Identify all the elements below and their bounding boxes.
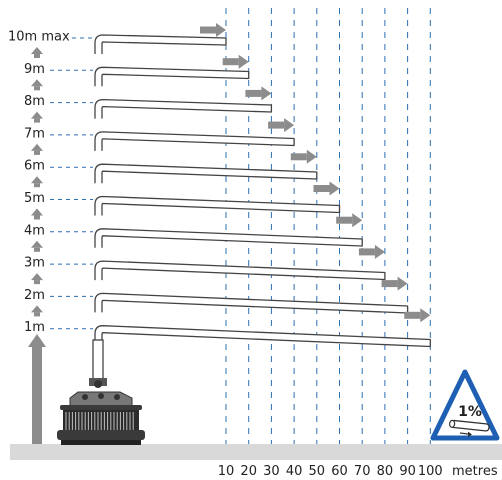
up-arrow-icon	[31, 273, 43, 285]
up-arrow-icon	[28, 334, 46, 444]
up-arrow-icon	[31, 240, 43, 252]
up-arrow-icon	[31, 143, 43, 155]
up-arrow-icon	[31, 111, 43, 123]
distance-tick-label: 50	[309, 464, 326, 479]
height-label: 7m	[24, 126, 45, 141]
up-arrow-icon	[31, 176, 43, 188]
discharge-pipe	[94, 163, 318, 184]
right-arrow-icon	[358, 244, 385, 259]
distance-tick-label: 60	[331, 464, 348, 479]
height-label: 5m	[24, 191, 45, 206]
right-arrow-icon	[404, 308, 431, 323]
up-arrow-icon	[31, 208, 43, 220]
discharge-pipe	[94, 325, 431, 348]
right-arrow-icon	[381, 276, 408, 291]
discharge-pipe	[94, 34, 227, 54]
discharge-pipe	[94, 228, 363, 248]
distance-tick-label: 70	[354, 464, 371, 479]
distance-tick-label: 20	[240, 464, 257, 479]
height-label: 6m	[24, 159, 45, 174]
distance-tick-label: 40	[286, 464, 303, 479]
right-arrow-icon	[290, 149, 317, 164]
gradient-sign-label: 1%	[458, 404, 482, 420]
height-label: 3m	[24, 256, 45, 271]
pump-icon	[57, 378, 145, 445]
height-label: 4m	[24, 223, 45, 238]
ground-strip	[10, 444, 502, 460]
up-arrow-icon	[31, 79, 43, 91]
gradient-sign-icon: 1%	[430, 369, 500, 441]
discharge-pipe	[94, 260, 386, 281]
distance-tick-label: 90	[399, 464, 416, 479]
height-label: 10m max	[8, 30, 70, 45]
discharge-pipe	[94, 195, 341, 216]
up-arrow-icon	[31, 305, 43, 317]
height-label: 8m	[24, 94, 45, 109]
right-arrow-icon	[245, 86, 272, 101]
discharge-pipe	[94, 98, 273, 119]
right-arrow-icon	[336, 213, 363, 228]
height-rows: 10m max 9m 8m 7m 6m 5m 4m 3m 2m 1m	[8, 23, 431, 349]
right-arrow-icon	[222, 54, 249, 69]
height-label: 1m	[24, 320, 45, 335]
up-arrow-icon	[31, 47, 43, 58]
right-arrow-icon	[200, 23, 226, 37]
distance-tick-label: 10	[218, 464, 235, 479]
height-label: 2m	[24, 288, 45, 303]
right-arrow-icon	[313, 181, 340, 196]
discharge-pipe	[94, 292, 409, 314]
discharge-pipe	[94, 66, 250, 87]
distance-guides	[225, 8, 431, 444]
discharge-pipe	[94, 131, 295, 151]
distance-tick-label: 80	[377, 464, 394, 479]
distance-tick-label: 100	[418, 464, 443, 479]
distance-unit-label: metres	[452, 464, 498, 479]
height-label: 9m	[24, 62, 45, 77]
riser-pipe	[92, 339, 104, 383]
up-arrow-icon	[31, 337, 43, 349]
right-arrow-icon	[268, 118, 295, 133]
distance-tick-label: 30	[263, 464, 280, 479]
